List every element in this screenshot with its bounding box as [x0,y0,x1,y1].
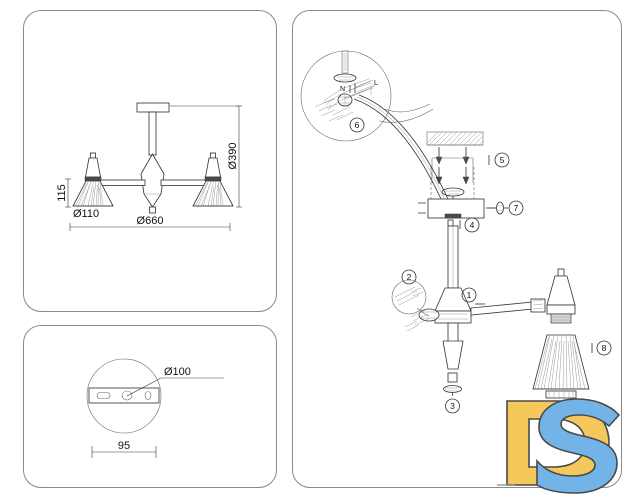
dimension-label-overall-height: Ø390 [227,143,239,170]
central-hub-body [434,287,472,354]
bracket-hole-center [121,390,133,401]
assembly-drawing: N L [300,50,612,414]
dimension-shade-height: 115 [56,178,71,208]
dimension-bracket-span: 95 [91,440,157,458]
lamp-arm-right [470,298,546,316]
ds-watermark-logo [497,398,621,494]
hub-finial [149,206,156,214]
callout-marker-8 [596,340,612,356]
lamp-head-left [84,152,102,182]
callout-7: 7 [489,200,524,216]
panel-front-elevation: Ø390 115 Ø110 Ø660 [23,10,277,312]
callout-number-6: 6 [355,120,360,130]
callout-1: 1 [461,287,485,305]
drop-rod [148,111,157,156]
panel-mounting-plate: Ø100 95 [23,325,277,488]
callout-number-1: 1 [467,290,472,300]
main-drop-rod [447,225,459,289]
callout-number-8: 8 [602,343,607,353]
callout-number-5: 5 [500,155,505,165]
dimension-overall-spread: Ø660 [69,215,231,231]
ceiling-canopy [136,102,170,113]
callout-5: 5 [488,152,510,168]
elevation-drawing: Ø390 115 Ø110 Ø660 [56,102,242,231]
callout-number-4: 4 [470,220,475,230]
dimension-label-shade-diameter: Ø110 [73,208,99,220]
canopy-body [418,198,495,219]
logo-letter-s [536,398,621,494]
dimension-label-overall-spread: Ø660 [137,215,164,227]
terminal-label-l: L [374,80,378,87]
plate-circle [86,358,162,434]
callout-number-3: 3 [450,401,455,411]
lamp-shade-right [192,180,234,207]
lamp-shade-assembly: 8 [532,334,612,399]
callout-marker-6 [349,117,365,133]
callout-marker-5 [494,152,510,168]
dimension-label-plate-diameter: Ø100 [164,366,191,378]
bracket-bar [88,387,160,404]
callout-marker-1 [461,287,477,303]
terminal-block: N L [337,80,378,107]
bracket-arm [353,94,449,200]
bracket-hole-right [144,391,152,400]
lamp-head-right [204,152,222,182]
canopy-screw-icon [441,187,465,200]
plate-drawing: Ø100 95 [86,358,224,458]
callout-number-2: 2 [407,272,412,282]
callout-marker-3 [445,398,460,414]
bottom-finial: 3 [442,340,464,414]
callout-marker-2 [401,269,417,285]
callout-marker-7 [508,200,524,216]
lamp-head-assembly [546,268,576,324]
dimension-plate-diameter: Ø100 [126,366,224,397]
ceiling-surface [426,131,484,146]
lamp-shade-left [72,180,114,207]
callout-number-7: 7 [514,203,519,213]
dimension-label-shade-height: 115 [56,184,68,202]
callout-2-detail: 2 [391,269,440,332]
detail-circle-wiring: 6 [300,50,434,142]
dimension-shade-diameter: Ø110 [73,208,99,220]
dimension-label-bracket-span: 95 [118,440,130,452]
terminal-label-n: N [340,86,345,93]
bracket-slot [96,392,111,399]
dimension-overall-height: Ø390 [170,105,242,208]
callout-marker-4 [464,217,480,233]
